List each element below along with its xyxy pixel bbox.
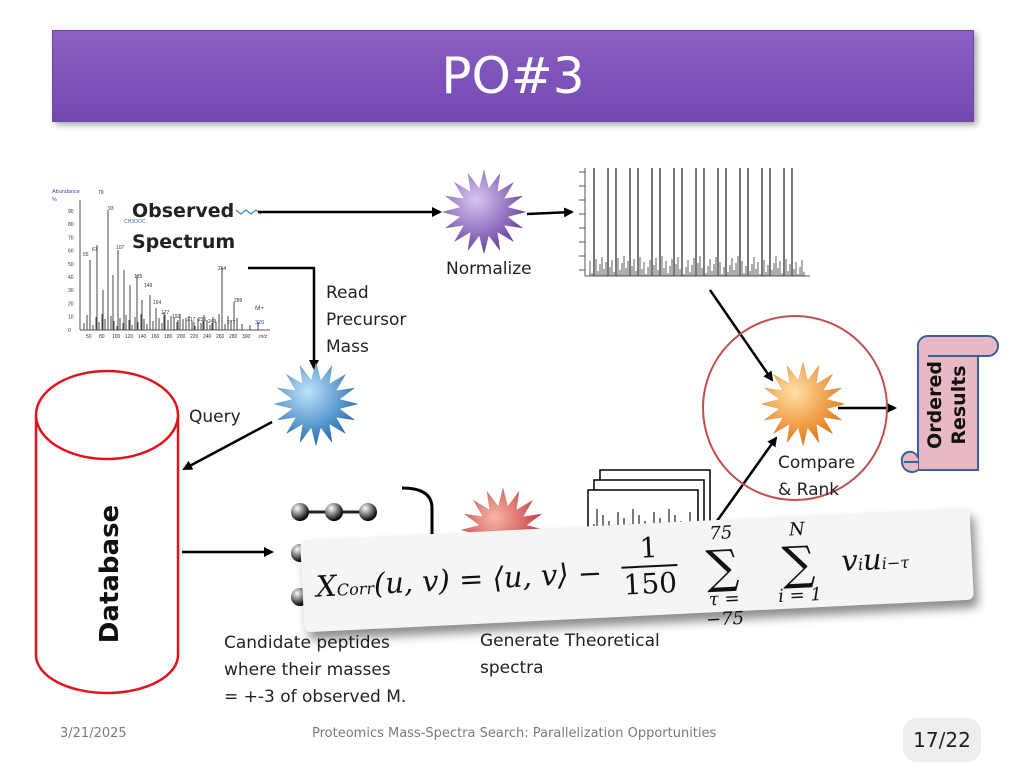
spectrum-peak-label: 235 xyxy=(198,317,207,323)
spectrum-x-tick: 160 xyxy=(151,334,160,340)
spectrum-peak-label: 93 xyxy=(108,206,114,212)
spectrum-y-tick: 90 xyxy=(68,209,74,215)
spectrum-y-tick: 70 xyxy=(68,235,74,241)
candidate-peptides-label: Candidate peptides where their masses = … xyxy=(224,633,407,707)
spectrum-mol-ion-mass: 320 xyxy=(255,320,264,326)
spectrum-y-tick: 50 xyxy=(68,262,74,268)
observed-spectrum-label: Observed Spectrum xyxy=(132,200,236,253)
spectrum-x-unit: m/z xyxy=(259,334,268,340)
footer-date: 3/21/2025 xyxy=(60,726,127,741)
spectrum-peak-label: 79 xyxy=(98,190,104,196)
spectrum-x-tick: 280 xyxy=(229,334,238,340)
amino-acid-ball xyxy=(291,503,309,521)
spectrum-mol-ion-label: M+ xyxy=(255,305,264,312)
ordered-results-scroll xyxy=(900,334,999,473)
spectrum-axis-unit: % xyxy=(52,197,57,203)
database-cylinder xyxy=(34,369,180,695)
ordered-results-label: Ordered Results xyxy=(924,361,970,449)
spectrum-x-tick: 200 xyxy=(177,334,186,340)
spectrum-y-tick: 0 xyxy=(68,328,71,334)
spectrum-y-tick: 20 xyxy=(68,301,74,307)
arrow-theoretical-to-compare xyxy=(710,436,778,529)
spectrum-x-tick: 220 xyxy=(190,334,199,340)
formula-lhs: XCorr(u, v) = ⟨u, v⟩ − xyxy=(315,555,603,604)
footer-title: Proteomics Mass-Spectra Search: Parallel… xyxy=(312,726,717,741)
spectrum-peak-label: 264 xyxy=(218,266,227,272)
spectrum-x-tick: 180 xyxy=(164,334,173,340)
spectrum-y-tick: 40 xyxy=(68,275,74,281)
normalize-star xyxy=(441,169,527,255)
normalized-spectrum-thumbnail xyxy=(579,168,810,277)
spectrum-x-tick: 50 xyxy=(86,334,92,340)
spectrum-x-tick: 80 xyxy=(99,334,105,340)
formula-sum-tau: 75 ∑ τ = −75 xyxy=(704,522,745,631)
formula-fraction: 1 150 xyxy=(619,530,679,603)
arrow-to-normalized-spectrum xyxy=(526,207,574,218)
spectrum-x-tick: 260 xyxy=(216,334,225,340)
bracket xyxy=(401,486,434,548)
spectrum-x-tick: 100 xyxy=(112,334,121,340)
spectrum-y-tick: 10 xyxy=(68,315,74,321)
read-precursor-label: Read Precursor Mass xyxy=(326,283,407,357)
spectrum-x-tick: 120 xyxy=(125,334,134,340)
spectrum-peak-label: 164 xyxy=(153,300,162,306)
spectrum-peak-label: 135 xyxy=(134,274,143,280)
arrow-read-precursor xyxy=(248,266,319,370)
query-star xyxy=(273,361,359,447)
spectrum-peak-label: 289 xyxy=(234,298,243,304)
spectrum-peak-label: 249 xyxy=(208,319,217,325)
title-bar: PO#3 xyxy=(52,30,974,122)
arrow-to-compare xyxy=(708,289,774,382)
compare-highlight-circle xyxy=(702,315,888,501)
spectrum-y-tick: 30 xyxy=(68,288,74,294)
normalize-label: Normalize xyxy=(446,259,532,279)
formula-term: viui−τ xyxy=(840,542,910,578)
generate-theoretical-label: Generate Theoretical spectra xyxy=(480,631,660,678)
spectrum-axis-title: Abundance xyxy=(52,189,80,195)
page-number: 17/22 xyxy=(903,718,981,762)
spectrum-peak-label: 55 xyxy=(83,252,89,258)
spectrum-x-tick: 300 xyxy=(242,334,251,340)
spectrum-peak-label: 149 xyxy=(144,283,153,289)
compare-star xyxy=(760,361,846,447)
spectrum-peak-label: 107 xyxy=(116,245,125,251)
spectrum-x-tick: 140 xyxy=(138,334,147,340)
spectrum-peak-label: 177 xyxy=(161,310,170,316)
spectrum-peak-label: 67 xyxy=(92,247,98,253)
spectrum-y-tick: 80 xyxy=(68,222,74,228)
spectrum-peak-label: 277 xyxy=(227,320,236,326)
amino-acid-ball xyxy=(325,503,343,521)
query-label: Query xyxy=(189,407,241,427)
amino-acid-ball xyxy=(359,503,377,521)
spectrum-y-tick: 60 xyxy=(68,249,74,255)
slide-title: PO#3 xyxy=(441,47,585,105)
compare-rank-label: Compare & Rank xyxy=(778,453,856,500)
spectrum-peak-label: 192 xyxy=(172,314,181,320)
spectrum-molecule-label: CH3OOC xyxy=(124,219,146,225)
spectrum-peak-label: 217 xyxy=(187,317,196,323)
arrow-query xyxy=(182,420,273,471)
formula-sum-i: N ∑ i = 1 xyxy=(777,518,823,608)
database-label: Database xyxy=(95,504,125,644)
spectrum-x-tick: 240 xyxy=(203,334,212,340)
